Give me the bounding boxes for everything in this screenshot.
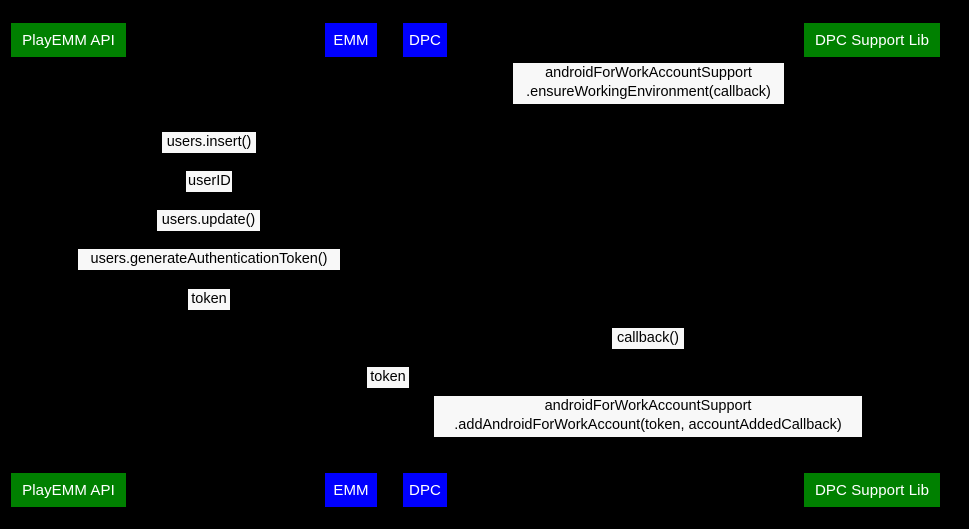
message-arrow-msg-token-1 — [68, 313, 351, 314]
message-label-msg-generate-authentication-token: users.generateAuthenticationToken() — [78, 249, 340, 270]
message-label-msg-token-2: token — [367, 367, 409, 388]
message-label-line: androidForWorkAccountSupport — [544, 398, 752, 414]
participant-label: PlayEMM API — [22, 481, 115, 499]
participant-box-dpc-support-lib-footer[interactable]: DPC Support Lib — [804, 473, 940, 507]
participant-box-dpc-support-lib-header[interactable]: DPC Support Lib — [804, 23, 940, 57]
message-arrow-msg-generate-authentication-token — [68, 273, 351, 274]
participant-box-playemm-api-header[interactable]: PlayEMM API — [11, 23, 126, 57]
participant-box-dpc-footer[interactable]: DPC — [403, 473, 447, 507]
participant-label: PlayEMM API — [22, 31, 115, 49]
participant-label: EMM — [333, 31, 369, 49]
message-label-line: userID — [188, 173, 231, 189]
message-arrow-msg-userid — [68, 195, 351, 196]
message-label-line: users.update() — [161, 212, 256, 228]
lifeline-dpc — [425, 57, 426, 473]
message-label-line: .ensureWorkingEnvironment(callback) — [526, 84, 771, 100]
lifeline-dpc-support-lib — [872, 57, 873, 473]
participant-box-emm-footer[interactable]: EMM — [325, 473, 377, 507]
participant-box-emm-header[interactable]: EMM — [325, 23, 377, 57]
lifeline-playemm-api — [68, 57, 69, 473]
message-label-msg-ensure-working-environment: androidForWorkAccountSupport .ensureWorki… — [513, 63, 784, 104]
message-label-msg-users-update: users.update() — [157, 210, 260, 231]
participant-box-playemm-api-footer[interactable]: PlayEMM API — [11, 473, 126, 507]
message-arrow-msg-users-update — [68, 234, 351, 235]
message-label-line: .addAndroidForWorkAccount(token, account… — [454, 417, 842, 433]
message-arrow-msg-callback — [425, 352, 872, 353]
message-label-msg-callback: callback() — [612, 328, 684, 349]
message-arrow-msg-add-android-for-work-account — [425, 440, 872, 441]
participant-label: DPC — [409, 481, 441, 499]
message-label-msg-add-android-for-work-account: androidForWorkAccountSupport .addAndroidF… — [434, 396, 862, 437]
participant-box-dpc-header[interactable]: DPC — [403, 23, 447, 57]
message-label-line: androidForWorkAccountSupport — [545, 65, 752, 81]
message-label-line: token — [191, 291, 227, 307]
message-arrow-msg-users-insert — [68, 156, 351, 157]
message-label-msg-userid: userID — [186, 171, 232, 192]
participant-label: DPC — [409, 31, 441, 49]
participant-label: EMM — [333, 481, 369, 499]
participant-label: DPC Support Lib — [814, 481, 930, 499]
message-label-msg-token-1: token — [188, 289, 230, 310]
message-label-msg-users-insert: users.insert() — [162, 132, 256, 153]
message-label-line: users.insert() — [166, 134, 252, 150]
lifeline-emm — [351, 57, 352, 473]
message-arrow-msg-ensure-working-environment — [425, 107, 872, 108]
message-label-line: callback() — [616, 330, 680, 346]
message-label-line: token — [370, 369, 406, 385]
message-label-line: users.generateAuthenticationToken() — [90, 251, 328, 267]
participant-label: DPC Support Lib — [814, 31, 930, 49]
message-arrow-msg-token-2 — [351, 391, 425, 392]
